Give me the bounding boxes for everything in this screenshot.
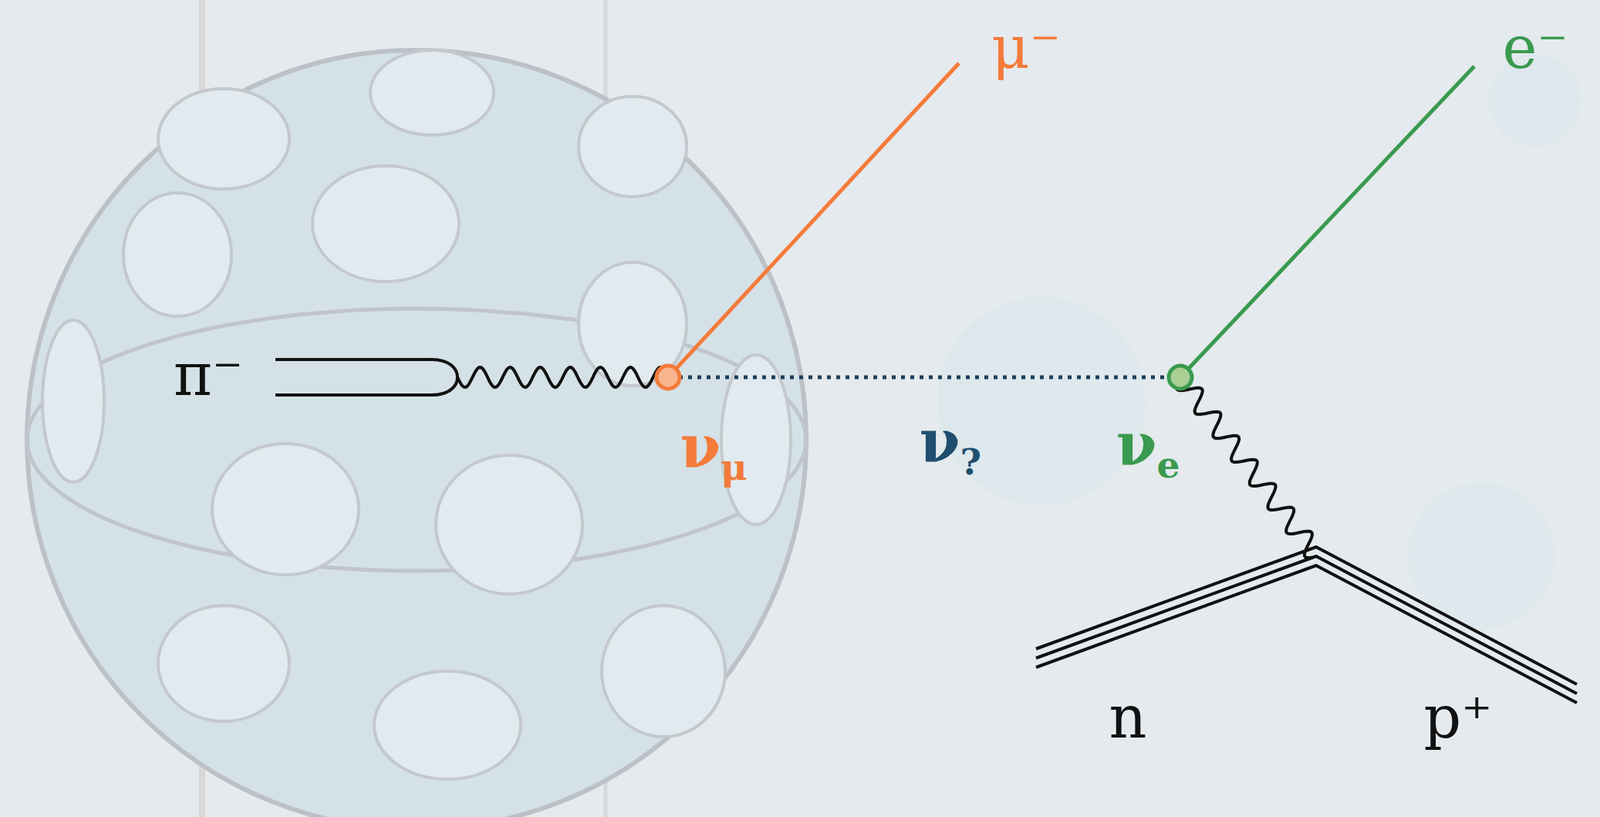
detector-background: [27, 0, 1582, 817]
electron-neutrino-label: νe: [1116, 415, 1181, 483]
pion-double-line: [275, 359, 458, 395]
neutrino-dotted-line: [678, 375, 1170, 380]
muon-line: [668, 63, 959, 378]
unknown-neutrino-label: ν?: [919, 411, 982, 480]
boson-wavy-line: [457, 367, 669, 388]
pmt-group: [42, 50, 791, 780]
muon-neutrino-label: νμ: [679, 417, 747, 486]
neutron-label: n: [1109, 688, 1148, 747]
pion-label: π⁻: [173, 345, 244, 405]
hadron-triple-line: [1036, 546, 1577, 703]
vertex-dot: [1168, 365, 1192, 389]
detector-sphere: [27, 50, 807, 817]
electron-label: e⁻: [1502, 18, 1568, 78]
electron-line: [1180, 66, 1475, 378]
faint-bubble: [937, 297, 1146, 506]
sphere-band: [27, 308, 807, 571]
vertex-dot: [656, 365, 680, 389]
boson-wavy-line: [1176, 377, 1314, 558]
proton-label: p⁺: [1424, 688, 1493, 747]
muon-label: μ⁻: [991, 18, 1061, 78]
